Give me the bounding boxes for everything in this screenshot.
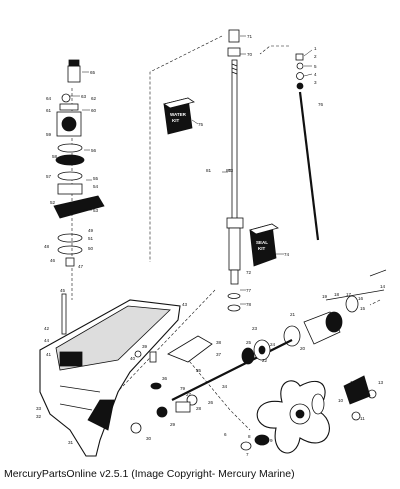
- callout-28: 28: [196, 406, 202, 411]
- callout-56: 56: [91, 148, 97, 153]
- callout-45: 45: [60, 288, 66, 293]
- callout-47: 47: [78, 264, 84, 269]
- callout-81: 81: [206, 168, 212, 173]
- callout-17: 17: [346, 292, 352, 297]
- callout-72: 72: [246, 270, 252, 275]
- callout-18: 18: [334, 292, 340, 297]
- callout-58: 58: [52, 154, 58, 159]
- callout-labels: 71 70 65 64 63 62 61 60 59 58 57 56 55 5…: [36, 34, 386, 457]
- callout-36: 36: [162, 376, 168, 381]
- callout-38: 38: [216, 340, 222, 345]
- callout-75: 75: [198, 122, 204, 127]
- callout-76: 76: [318, 102, 324, 107]
- callout-39: 39: [142, 344, 148, 349]
- callout-6: 6: [224, 432, 227, 437]
- callout-25: 25: [246, 340, 252, 345]
- water-kit-label-line2: KIT: [172, 118, 180, 123]
- callout-78: 78: [246, 302, 252, 307]
- callout-64: 64: [46, 96, 52, 101]
- callout-20: 20: [300, 346, 306, 351]
- callout-33: 33: [36, 406, 42, 411]
- callout-2: 2: [314, 54, 317, 59]
- callout-53: 53: [93, 208, 99, 213]
- callout-3: 3: [314, 80, 317, 85]
- callout-70: 70: [247, 52, 253, 57]
- callout-71: 71: [247, 34, 253, 39]
- callout-60: 60: [91, 108, 97, 113]
- driveshaft: [226, 29, 244, 312]
- callout-9: 9: [270, 438, 273, 443]
- callout-57: 57: [46, 174, 52, 179]
- callout-32: 32: [36, 414, 42, 419]
- callout-50: 50: [88, 246, 94, 251]
- callout-14: 14: [380, 284, 386, 289]
- shift-shaft: [295, 53, 320, 241]
- callout-24: 24: [270, 342, 276, 347]
- callout-22: 22: [262, 358, 268, 363]
- callout-16: 16: [358, 296, 364, 301]
- callout-11: 11: [360, 416, 365, 421]
- callout-73: 73: [228, 168, 234, 173]
- seal-kit-label-line2: KIT: [258, 246, 266, 251]
- callout-1: 1: [314, 46, 317, 51]
- callout-44: 44: [44, 338, 50, 343]
- callout-74: 74: [284, 252, 290, 257]
- callout-51: 51: [88, 236, 94, 241]
- callout-37: 37: [216, 352, 222, 357]
- callout-35: 35: [196, 368, 202, 373]
- callout-12: 12: [350, 380, 356, 385]
- callout-8: 8: [248, 434, 251, 439]
- callout-23: 23: [252, 326, 258, 331]
- water-kit-label-line1: WATER: [170, 112, 187, 117]
- gear-housing: [39, 293, 181, 457]
- callout-7: 7: [246, 452, 249, 457]
- callout-19: 19: [322, 294, 328, 299]
- callout-10: 10: [338, 398, 344, 403]
- water-pump-kit-box: [163, 97, 195, 135]
- callout-40: 40: [130, 356, 136, 361]
- callout-4: 4: [314, 72, 317, 77]
- callout-61: 61: [46, 108, 52, 113]
- callout-26: 26: [208, 400, 214, 405]
- callout-79: 79: [180, 386, 186, 391]
- callout-77: 77: [246, 288, 252, 293]
- callout-52: 52: [50, 200, 56, 205]
- callout-leaders: [70, 35, 313, 305]
- propeller: [240, 380, 330, 454]
- callout-31: 31: [68, 440, 74, 445]
- callout-49: 49: [88, 228, 94, 233]
- callout-5: 5: [314, 64, 317, 69]
- callout-27: 27: [186, 392, 192, 397]
- seal-kit-box: [249, 223, 279, 267]
- callout-46: 46: [50, 258, 56, 263]
- water-pump-assembly: [53, 59, 105, 267]
- image-copyright-caption: MercuryPartsOnline v2.5.1 (Image Copyrig…: [4, 468, 295, 480]
- callout-13: 13: [378, 380, 384, 385]
- callout-41: 41: [46, 352, 52, 357]
- callout-43: 43: [182, 302, 188, 307]
- callout-29: 29: [170, 422, 176, 427]
- exploded-parts-diagram: WATER KIT SEAL KIT 71 70 65 64 63 62 61 …: [36, 29, 387, 457]
- seal-kit-label-line1: SEAL: [256, 240, 268, 245]
- callout-65: 65: [90, 70, 96, 75]
- propshaft-assembly: [130, 269, 387, 434]
- callout-55: 55: [93, 176, 99, 181]
- callout-59: 59: [46, 132, 52, 137]
- callout-15: 15: [360, 306, 366, 311]
- callout-30: 30: [146, 436, 152, 441]
- callout-21: 21: [290, 312, 296, 317]
- callout-63: 63: [81, 94, 87, 99]
- callout-80: 80: [226, 168, 232, 173]
- callout-62: 62: [91, 96, 97, 101]
- callout-42: 42: [44, 326, 50, 331]
- callout-48: 48: [44, 244, 50, 249]
- callout-54: 54: [93, 184, 99, 189]
- callout-34: 34: [222, 384, 228, 389]
